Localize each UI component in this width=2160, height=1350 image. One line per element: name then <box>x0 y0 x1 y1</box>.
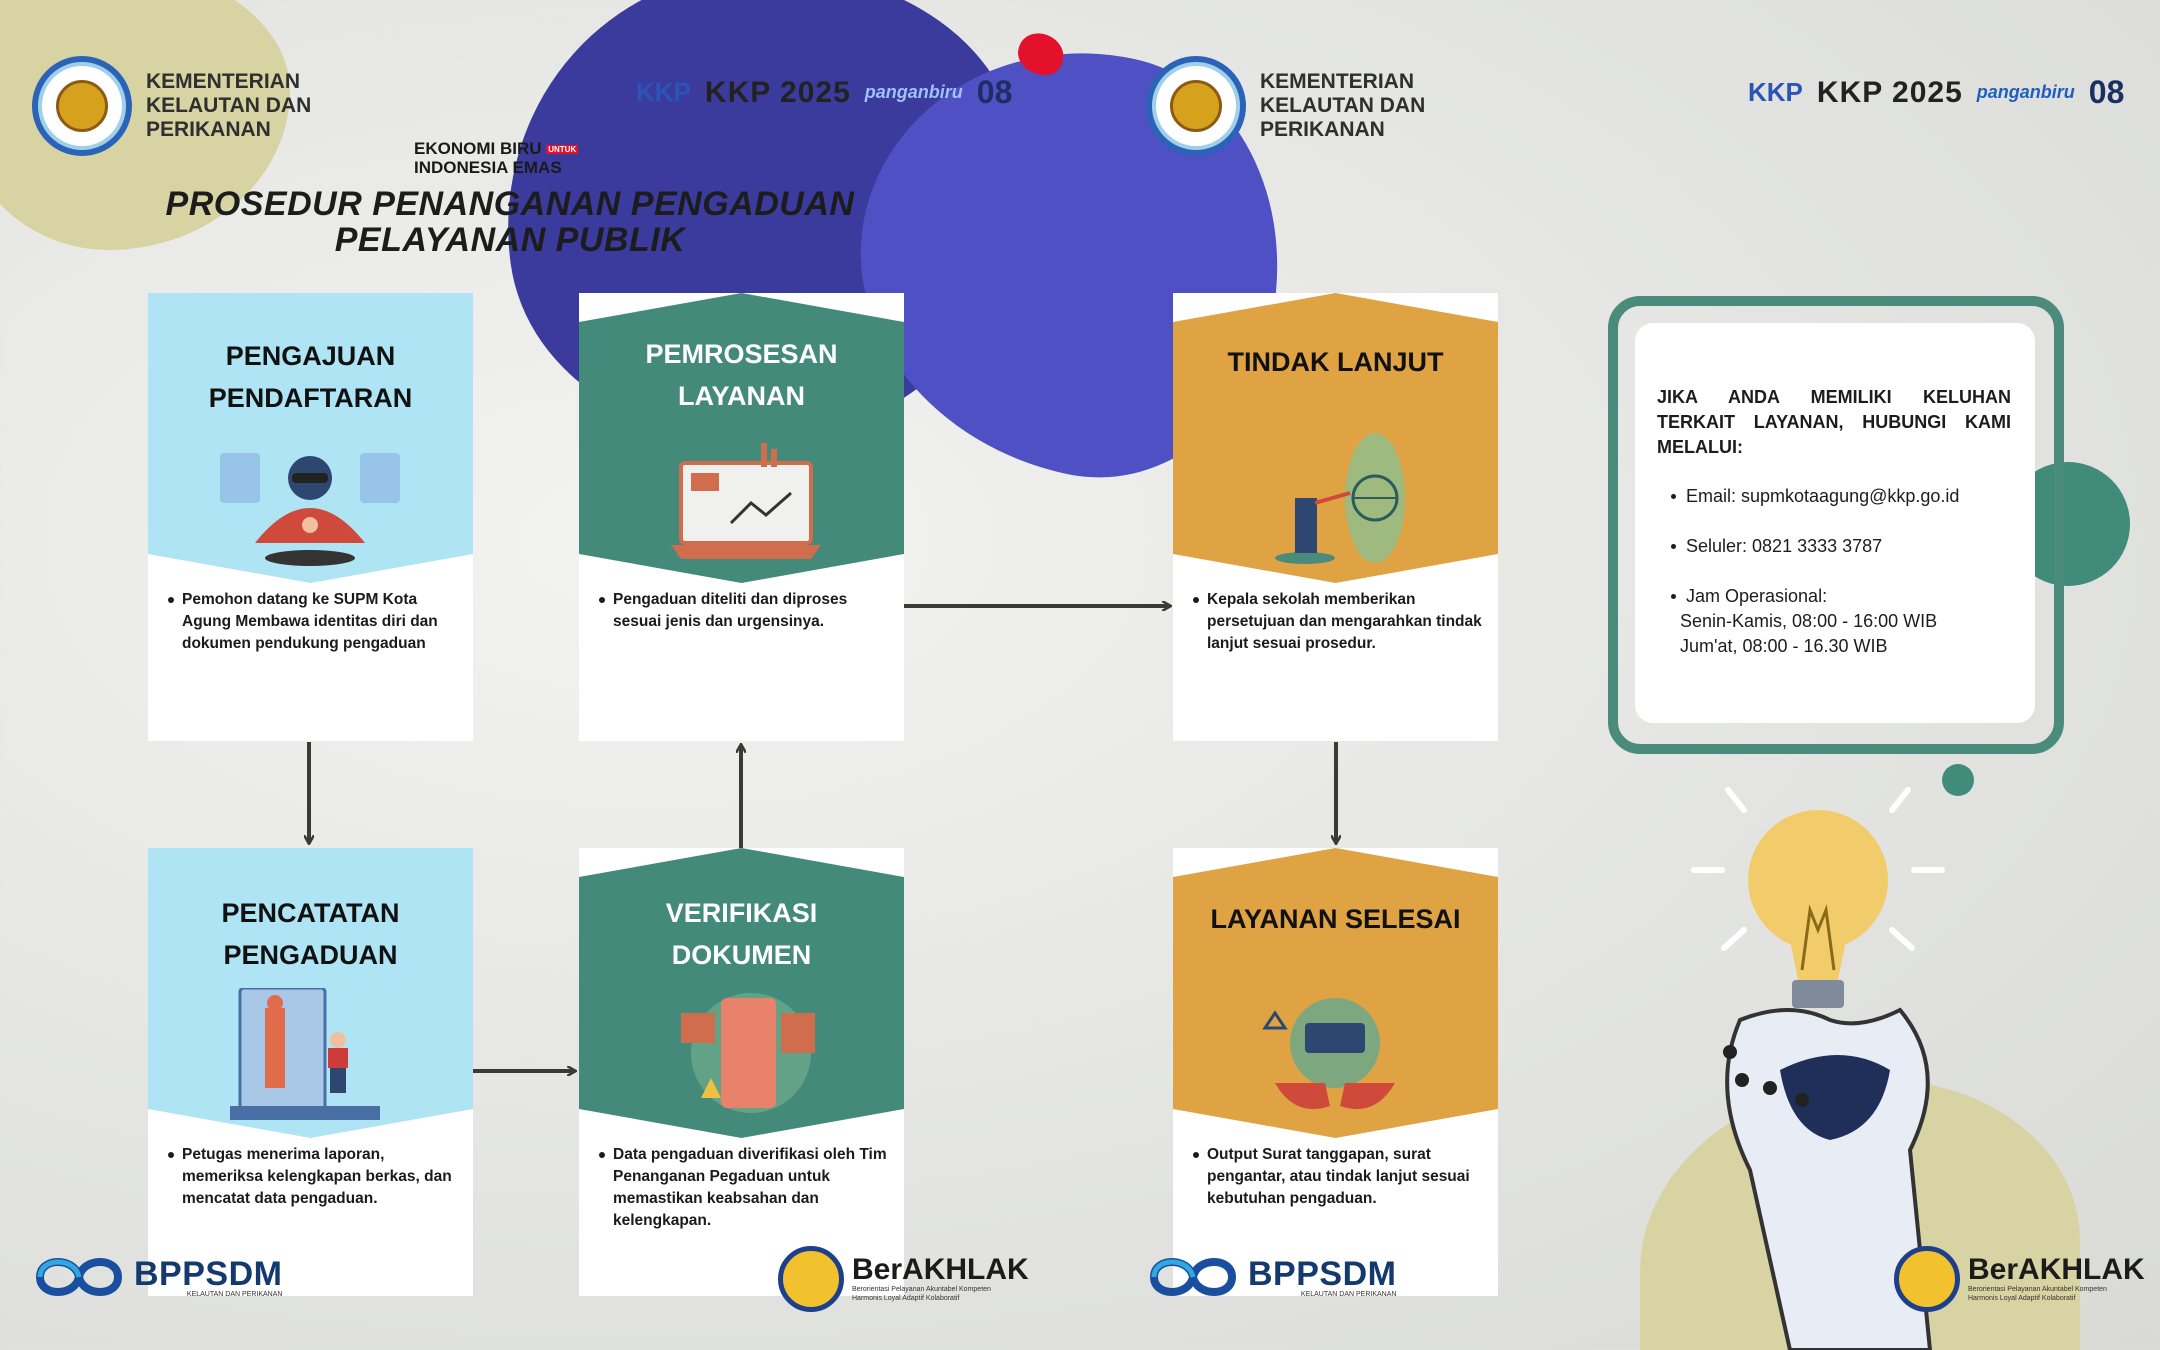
partner-logos-left: KKP KKP 2025 panganbiru 08 <box>636 74 1012 111</box>
contact-intro: JIKA ANDA MEMILIKI KELUHAN TERKAIT LAYAN… <box>1657 387 2011 457</box>
step-description: Output Surat tanggapan, surat pengantar,… <box>1193 1144 1483 1210</box>
step-heading: PENCATATAN PENGADUAN <box>221 898 400 970</box>
garuda-emblem-icon <box>32 56 132 156</box>
kkp-logo: KKP <box>636 77 691 107</box>
step-heading: LAYANAN SELESAI <box>1210 904 1461 934</box>
contact-phone: Seluler: 0821 3333 3787 <box>1657 534 2011 559</box>
step-card-layanan-selesai: LAYANAN SELESAI Output Surat tanggapan, … <box>1173 848 1498 1296</box>
document-verification-icon <box>681 993 815 1113</box>
page-title: PROSEDUR PENANGANAN PENGADUAN PELAYANAN … <box>165 185 855 259</box>
ekonomi-biru-logo: EKONOMI BIRU UNTUK INDONESIA EMAS <box>414 139 579 177</box>
berakhlak-logo-right: BerAKHLAK Berorientasi Pelayanan Akuntab… <box>1894 1246 2145 1312</box>
step-description: Data pengaduan diverifikasi oleh Tim Pen… <box>599 1144 889 1232</box>
contact-email: Email: supmkotaagung@kkp.go.id <box>1657 484 2011 509</box>
step-heading: PEMROSESAN LAYANAN <box>645 339 838 411</box>
step-card-pengajuan-pendaftaran: PENGAJUAN PENDAFTARAN Pemohon datang ke … <box>148 293 473 741</box>
person-at-board-icon <box>230 988 380 1120</box>
bppsdm-logo-left: BPPSDM KELAUTAN DAN PERIKANAN <box>30 1252 282 1302</box>
kkp-2025-logo: KKP 2025 <box>1816 75 1963 109</box>
panganbiru-logo: panganbiru <box>1976 82 2075 102</box>
step-description: Pengaduan diteliti dan diproses sesuai j… <box>599 589 889 633</box>
ministry-logo-right: KEMENTERIAN KELAUTAN DAN PERIKANAN <box>1146 56 1460 156</box>
person-with-globe-icon <box>1275 433 1405 564</box>
contact-hours: Jam Operasional: Senin-Kamis, 08:00 - 16… <box>1657 584 2011 659</box>
step-card-verifikasi-dokumen: VERIFIKASI DOKUMEN Data pengaduan diveri… <box>579 848 904 1296</box>
garuda-emblem-icon <box>1146 56 1246 156</box>
person-with-screens-icon <box>220 453 400 566</box>
step-card-tindak-lanjut: TINDAK LANJUT Kepala sekolah memberikan … <box>1173 293 1498 741</box>
robot-hand-lightbulb-icon <box>1691 787 1945 1350</box>
panganbiru-logo: panganbiru <box>864 82 963 102</box>
bppsdm-infinity-icon <box>1149 1258 1237 1296</box>
decorative-teal-dot <box>1942 764 1974 796</box>
contact-panel: JIKA ANDA MEMILIKI KELUHAN TERKAIT LAYAN… <box>1635 323 2035 723</box>
hands-holding-service-icon <box>1262 998 1395 1110</box>
ministry-name: KEMENTERIAN KELAUTAN DAN PERIKANAN <box>1260 70 1426 141</box>
bppsdm-infinity-icon <box>35 1258 123 1296</box>
step-heading: PENGAJUAN PENDAFTARAN <box>208 341 413 413</box>
ministry-name: KEMENTERIAN KELAUTAN DAN PERIKANAN <box>146 70 312 141</box>
08-logo: 08 <box>976 74 1013 110</box>
contact-frame <box>1608 296 2064 754</box>
step-heading: TINDAK LANJUT <box>1227 347 1444 377</box>
berakhlak-badge-icon <box>778 1246 844 1312</box>
berakhlak-badge-icon <box>1894 1246 1960 1312</box>
partner-logos-right: KKP KKP 2025 panganbiru 08 <box>1748 74 2124 111</box>
step-card-pencatatan-pengaduan: PENCATATAN PENGADUAN Petugas menerima la… <box>148 848 473 1296</box>
step-description: Petugas menerima laporan, memeriksa kele… <box>168 1144 458 1210</box>
step-heading: VERIFIKASI DOKUMEN <box>665 898 818 970</box>
berakhlak-logo-left: BerAKHLAK Berorientasi Pelayanan Akuntab… <box>778 1246 1029 1312</box>
ministry-logo-left: KEMENTERIAN KELAUTAN DAN PERIKANAN <box>32 56 346 156</box>
kkp-logo: KKP <box>1748 77 1803 107</box>
laptop-analytics-icon <box>671 443 821 559</box>
bppsdm-logo-right: BPPSDM KELAUTAN DAN PERIKANAN <box>1144 1252 1396 1302</box>
step-card-pemrosesan-layanan: PEMROSESAN LAYANAN Pengaduan diteliti da… <box>579 293 904 741</box>
step-description: Kepala sekolah memberikan persetujuan da… <box>1193 589 1483 655</box>
contact-list: Email: supmkotaagung@kkp.go.id Seluler: … <box>1657 484 2011 659</box>
kkp-2025-logo: KKP 2025 <box>704 75 851 109</box>
08-logo: 08 <box>2088 74 2125 110</box>
step-description: Pemohon datang ke SUPM Kota Agung Membaw… <box>168 589 458 655</box>
